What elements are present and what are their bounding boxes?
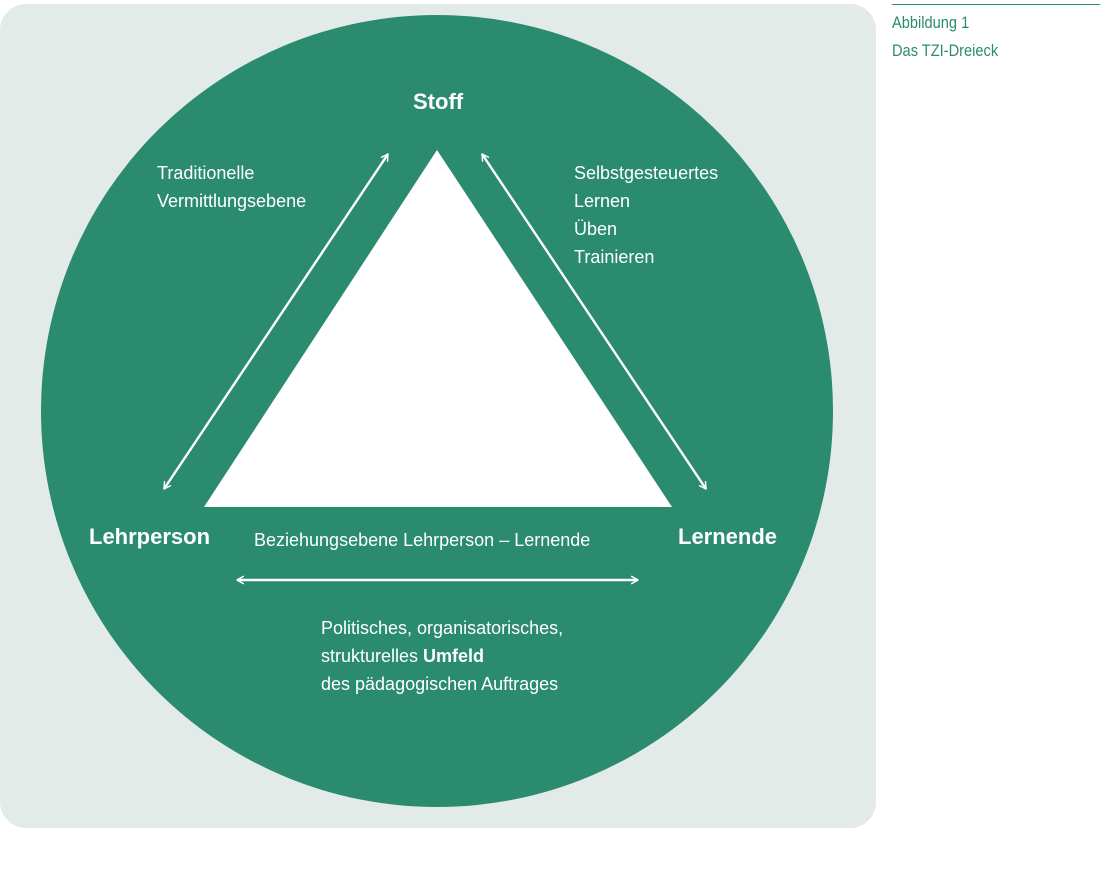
label-relationship-level: Beziehungsebene Lehrperson – Lernende [254, 530, 591, 550]
figure-caption: Abbildung 1 Das TZI-Dreieck [892, 4, 1100, 65]
node-lehrperson: Lehrperson [89, 524, 211, 549]
label-traditional-level: Traditionelle Vermittlungsebene [157, 163, 307, 211]
label-environment-emphasis: Umfeld [423, 646, 485, 666]
label-self-directed-learning: Selbstgesteuertes Lernen Üben Trainieren [574, 163, 719, 267]
figure-title: Das TZI-Dreieck [892, 41, 999, 60]
arrow-right-side [481, 153, 707, 490]
tzi-diagram [41, 15, 833, 807]
label-environment: Politisches, organisatorisches, struktur… [321, 618, 564, 694]
node-stoff: Stoff [413, 89, 464, 114]
node-lernende: Lernende [678, 524, 778, 549]
arrow-left-side [163, 153, 389, 490]
figure-number: Abbildung 1 [892, 13, 970, 32]
